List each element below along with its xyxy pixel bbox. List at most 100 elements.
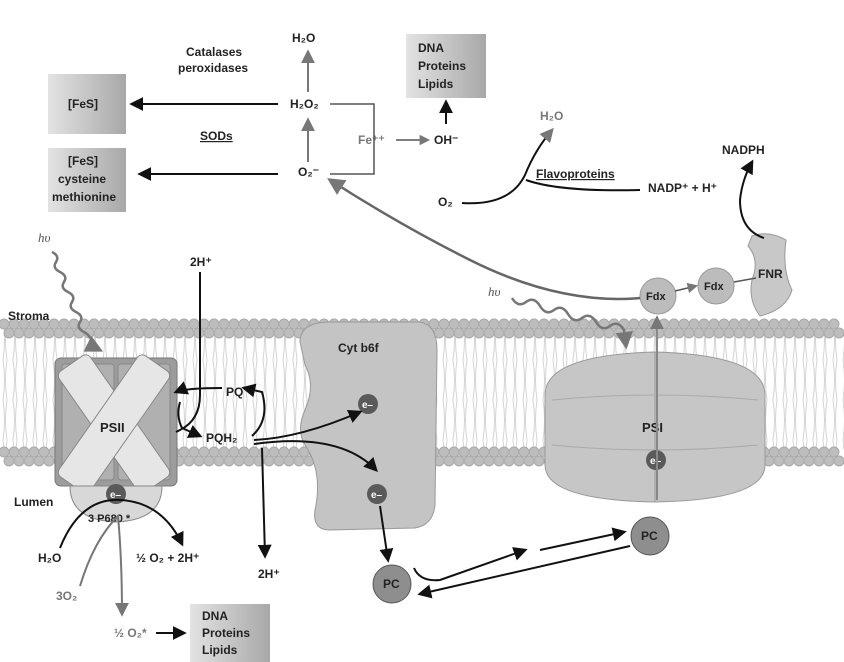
- lipid-head: [474, 328, 484, 338]
- lipid-head: [209, 447, 219, 457]
- lipid-head: [139, 319, 149, 329]
- lipid-head: [149, 319, 159, 329]
- lipid-head: [274, 456, 284, 466]
- lipid-head: [539, 319, 549, 329]
- lipid-head: [239, 319, 249, 329]
- lipid-head: [534, 328, 544, 338]
- lipid-head: [489, 447, 499, 457]
- lipid-head: [289, 319, 299, 329]
- hv-left-label: hυ: [38, 230, 51, 245]
- lipid-head: [279, 319, 289, 329]
- o2-label: O₂: [438, 195, 453, 209]
- lipid-head: [114, 328, 124, 338]
- hv-right-label: hυ: [488, 284, 501, 299]
- box-fes-cysteine-line-1: [FeS]: [68, 154, 98, 168]
- lipid-head: [654, 328, 664, 338]
- lipid-head: [769, 447, 779, 457]
- box-fes-cysteine: [FeS] cysteine methionine: [48, 148, 126, 212]
- pc-to-psi-arrow-2: [540, 532, 624, 550]
- fnr-label: FNR: [758, 267, 783, 281]
- lipid-head: [479, 447, 489, 457]
- lipid-head: [559, 319, 569, 329]
- lipid-head: [159, 319, 169, 329]
- lipid-head: [509, 319, 519, 329]
- lipid-head: [449, 319, 459, 329]
- pq-label: PQ: [226, 385, 243, 399]
- lipid-head: [124, 328, 134, 338]
- lipid-head: [454, 456, 464, 466]
- o2-3-label: 3O₂: [56, 589, 77, 603]
- lipid-head: [24, 456, 34, 466]
- stroma-label: Stroma: [8, 309, 50, 323]
- lipid-head: [729, 319, 739, 329]
- lipid-head: [274, 328, 284, 338]
- lipid-head: [659, 319, 669, 329]
- lipid-head: [184, 328, 194, 338]
- h2o-top-label: H₂O: [292, 31, 315, 45]
- lipid-head: [19, 447, 29, 457]
- lipid-head: [64, 328, 74, 338]
- lipid-head: [544, 328, 554, 338]
- lipid-head: [594, 328, 604, 338]
- lipid-head: [204, 328, 214, 338]
- pc-left-label: PC: [383, 577, 400, 591]
- lipid-head: [489, 319, 499, 329]
- lipid-head: [204, 456, 214, 466]
- lipid-head: [749, 319, 759, 329]
- lipid-head: [774, 456, 784, 466]
- lipid-head: [469, 447, 479, 457]
- lipid-head: [214, 328, 224, 338]
- fdx-to-fdx-arrow: [675, 286, 696, 291]
- lipid-head: [89, 319, 99, 329]
- lumen-label: Lumen: [14, 495, 53, 509]
- sods-label: SODs: [200, 129, 233, 143]
- lipid-head: [814, 328, 824, 338]
- lipid-head: [4, 456, 14, 466]
- lipid-head: [524, 328, 534, 338]
- lipid-head: [504, 456, 514, 466]
- lipid-head: [514, 456, 524, 466]
- lipid-head: [824, 328, 834, 338]
- lipid-head: [14, 456, 24, 466]
- lipid-head: [719, 319, 729, 329]
- lipid-head: [249, 447, 259, 457]
- lipid-head: [829, 319, 839, 329]
- lipid-head: [29, 447, 39, 457]
- lipid-head: [639, 319, 649, 329]
- lipid-head: [269, 319, 279, 329]
- lipid-head: [549, 319, 559, 329]
- lipid-head: [294, 456, 304, 466]
- lipid-head: [724, 328, 734, 338]
- lipid-head: [794, 456, 804, 466]
- lipid-head: [194, 456, 204, 466]
- lipid-head: [44, 328, 54, 338]
- lipid-head: [0, 447, 9, 457]
- lipid-head: [554, 328, 564, 338]
- lipid-head: [784, 456, 794, 466]
- lipid-head: [789, 447, 799, 457]
- singlet-oxygen-arrow: [80, 516, 122, 614]
- fnr-fdx-group: FNR Fdx Fdx: [640, 234, 792, 316]
- lipid-head: [69, 319, 79, 329]
- lipid-head: [604, 328, 614, 338]
- lipid-head: [769, 319, 779, 329]
- lipid-head: [54, 328, 64, 338]
- box-fes: [FeS]: [48, 74, 126, 134]
- lipid-head: [224, 328, 234, 338]
- lipid-head: [269, 447, 279, 457]
- box-dna-bottom-line-3: Lipids: [202, 643, 238, 657]
- pqh2-label: PQH₂: [206, 431, 237, 445]
- superoxide-label: O₂⁻: [298, 165, 319, 179]
- lipid-head: [104, 328, 114, 338]
- lipid-head: [129, 319, 139, 329]
- lipid-head: [94, 328, 104, 338]
- lipid-head: [289, 447, 299, 457]
- lipid-head: [619, 319, 629, 329]
- h-top-label: 2H⁺: [190, 255, 212, 269]
- box-dna-top-line-1: DNA: [418, 41, 444, 55]
- lipid-head: [439, 319, 449, 329]
- lipid-head: [119, 319, 129, 329]
- lipid-head: [584, 328, 594, 338]
- fdx-1-label: Fdx: [646, 291, 666, 303]
- lipid-head: [454, 328, 464, 338]
